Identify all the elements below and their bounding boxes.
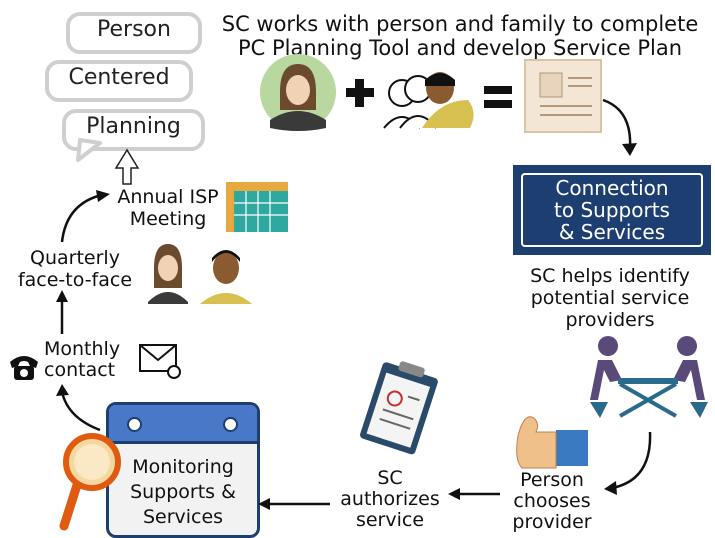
monitoring-line-3: Services	[142, 506, 224, 528]
banner-line-1: Connection	[555, 176, 669, 200]
phone-icon	[10, 356, 38, 380]
clipboard-icon	[360, 361, 438, 455]
banner-line-2: to Supports	[554, 198, 670, 222]
annual-text: Annual ISP Meeting	[112, 186, 224, 230]
document-icon	[524, 59, 602, 133]
quarterly-line-2: face-to-face	[17, 269, 133, 291]
family-icon	[383, 72, 474, 129]
annual-line-1: Annual ISP	[117, 186, 219, 208]
quarterly-line-1: Quarterly	[30, 247, 120, 269]
woman-avatar-icon	[260, 54, 336, 131]
identify-text: SC helps identify potential service prov…	[530, 265, 690, 331]
people-meeting-icon	[590, 336, 708, 418]
monthly-line-2: contact	[44, 359, 116, 381]
calendar-grid-icon	[226, 182, 288, 232]
monitoring-line-1: Monitoring	[132, 456, 234, 478]
monitoring-line-2: Supports &	[130, 481, 236, 503]
quarterly-avatars-icon	[148, 244, 252, 304]
arrow-to-monthly	[60, 391, 101, 432]
arrow-to-chooses	[611, 431, 652, 490]
chooses-text: Person chooses provider	[512, 469, 592, 533]
hollow-up-arrow	[114, 148, 140, 185]
equals-icon	[484, 86, 512, 108]
authorizes-text: SC authorizes service	[340, 467, 440, 531]
arrow-to-annual	[60, 194, 99, 243]
thumbs-up-icon	[516, 416, 588, 469]
quarterly-text: Quarterly face-to-face	[8, 247, 142, 291]
plus-icon	[346, 79, 374, 107]
connection-banner: Connection to Supports & Services	[513, 165, 711, 255]
annual-line-2: Meeting	[129, 208, 207, 230]
magnifier-icon	[59, 433, 121, 531]
calendar-ring-right	[223, 417, 238, 432]
bubble-centered: Centered	[45, 60, 193, 102]
bubble-person: Person	[66, 12, 202, 54]
email-icon	[139, 344, 181, 379]
monthly-line-1: Monthly	[44, 338, 121, 360]
calendar-ring-left	[127, 417, 142, 432]
header-text: SC works with person and family to compl…	[221, 12, 699, 60]
banner-line-3: & Services	[558, 220, 666, 244]
arrow-doc-to-banner	[602, 98, 632, 149]
bubble-tail	[76, 138, 102, 162]
monthly-text: Monthly contact	[44, 339, 134, 381]
